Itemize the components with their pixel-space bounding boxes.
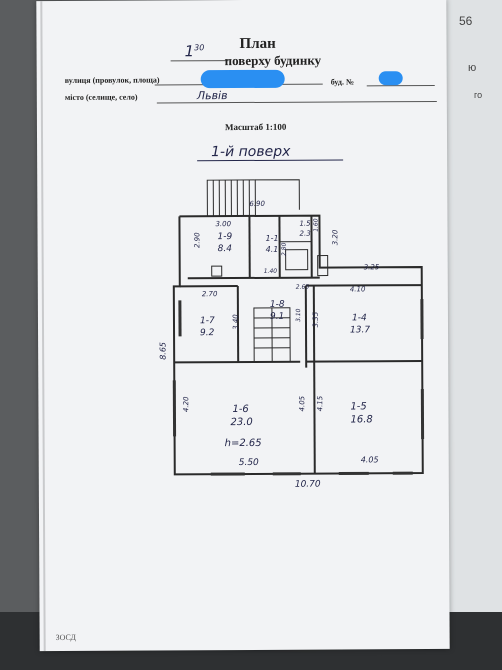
dimension-label: 6.90: [249, 199, 265, 208]
dimension-label: 2.90: [193, 232, 202, 249]
dimension-label: 3.35: [311, 311, 320, 328]
dimension-label: 4.15: [316, 395, 325, 412]
room-id: 1-4: [351, 313, 367, 324]
underlying-page-number: 56: [459, 14, 473, 28]
dimension-label: 3.10: [295, 308, 303, 322]
room-area: 2.3: [299, 229, 311, 238]
dimension-label: 4.10: [349, 285, 366, 294]
dimension-label: 10.70: [294, 479, 321, 490]
dimension-label: 4.05: [360, 455, 379, 465]
footer-code: ЗОСД: [55, 632, 76, 642]
room-area: 9.2: [200, 328, 215, 339]
dimension-label: 2.65: [295, 283, 310, 291]
dimension-label: 3.40: [231, 314, 240, 330]
room-id: 1-8: [269, 299, 285, 310]
dimension-label: 3.00: [215, 220, 232, 229]
room-area: 4.1: [265, 244, 279, 254]
dimension-label: 3.25: [363, 263, 380, 272]
room-id: 1-1: [265, 233, 279, 243]
room-id: 1.5: [299, 219, 311, 228]
dimension-label: 1.40: [263, 267, 278, 275]
ceiling-height-note: h=2.65: [224, 437, 262, 450]
dimension-label: 4.20: [182, 396, 191, 413]
underlying-page-text: го: [474, 90, 483, 100]
room-area: 16.8: [350, 414, 373, 426]
underlying-page-text: ю: [468, 62, 477, 74]
room-id: 1-5: [350, 401, 367, 413]
room-id: 1-9: [217, 232, 233, 243]
floor-plan: [172, 179, 425, 476]
dimension-label: 5.50: [238, 457, 259, 469]
room-area: 9.1: [269, 311, 285, 322]
dimension-label: 2.70: [201, 290, 218, 299]
room-id: 1-6: [232, 403, 249, 416]
room-area: 13.7: [350, 325, 371, 336]
dimension-label: 3.20: [331, 229, 340, 246]
room-id: 1-7: [199, 316, 215, 327]
dimension-label: 4.05: [298, 395, 307, 412]
dimension-label: 1.60: [312, 218, 320, 232]
dimension-label: 8.65: [158, 341, 168, 360]
outer-wall: [172, 214, 424, 476]
room-area: 8.4: [217, 244, 232, 255]
dimension-label: 2.80: [280, 242, 288, 256]
room-area: 23.0: [230, 416, 253, 429]
document-sheet: План 130 поверху будинку вулиця (провуло…: [36, 0, 450, 652]
